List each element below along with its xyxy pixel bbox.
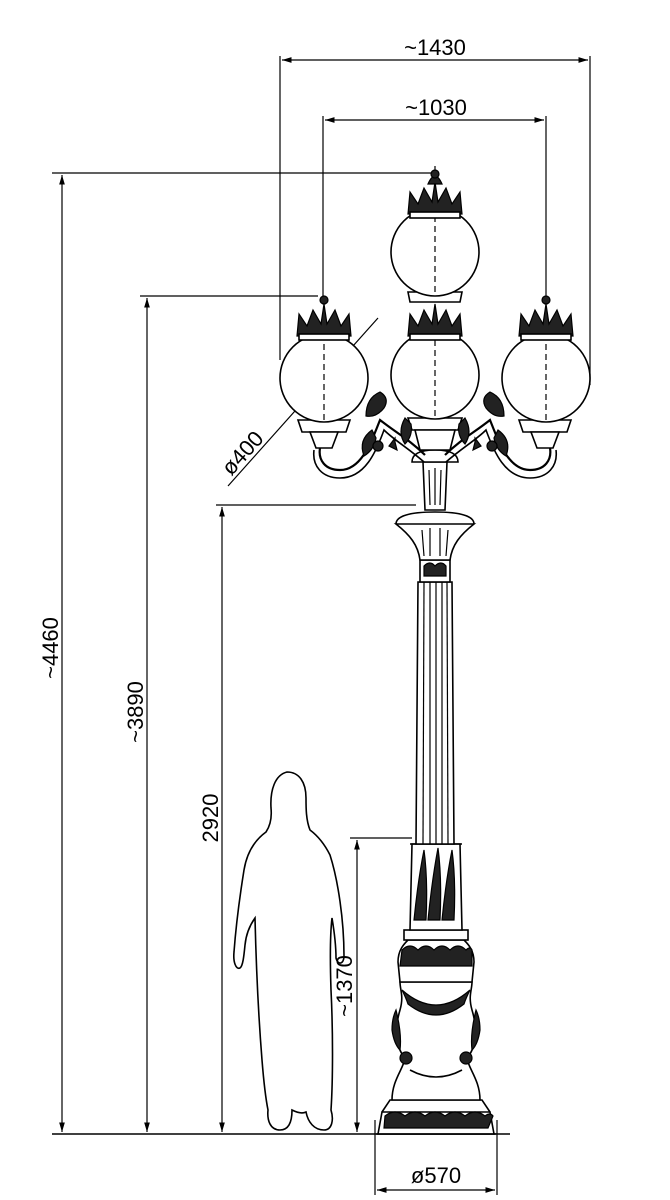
base-pedestal — [391, 981, 481, 1101]
dimension-overall-width: ~1430 — [279, 35, 591, 385]
column-capital — [393, 511, 477, 561]
base-plinth — [376, 1099, 496, 1135]
dimension-base-diameter: ø570 — [374, 1120, 498, 1195]
globe-center — [390, 330, 480, 420]
person-silhouette — [233, 771, 345, 1131]
dimension-arm-height: ~3890 — [123, 295, 318, 1132]
dimension-post-height: 2920 — [198, 504, 416, 1132]
arm-height-label: ~3890 — [123, 681, 148, 743]
inner-width-label: ~1030 — [405, 95, 467, 120]
base-diameter-label: ø570 — [411, 1163, 461, 1188]
base-height-label: ~1370 — [332, 955, 357, 1017]
column-collar — [419, 559, 451, 583]
crown-right — [518, 295, 574, 341]
post-height-label: 2920 — [198, 794, 223, 843]
crown-left — [296, 295, 352, 341]
dimension-total-height: ~4460 — [38, 172, 432, 1132]
total-height-label: ~4460 — [38, 617, 63, 679]
dimension-inner-width: ~1030 — [322, 95, 547, 300]
column-lower — [409, 843, 463, 931]
globe-right — [501, 333, 591, 423]
base-drum — [397, 929, 475, 983]
column-shaft — [415, 581, 455, 845]
crown-center — [407, 303, 463, 341]
globe-diameter-label: ø400 — [216, 426, 268, 480]
globe-left — [279, 333, 369, 423]
dimension-base-height: ~1370 — [332, 837, 412, 1132]
lamp-post — [279, 166, 591, 1135]
arm-hub — [411, 449, 459, 511]
crown-top — [407, 169, 463, 219]
globe-holders — [296, 291, 573, 451]
overall-width-label: ~1430 — [404, 35, 466, 60]
center-ornament — [400, 417, 470, 445]
